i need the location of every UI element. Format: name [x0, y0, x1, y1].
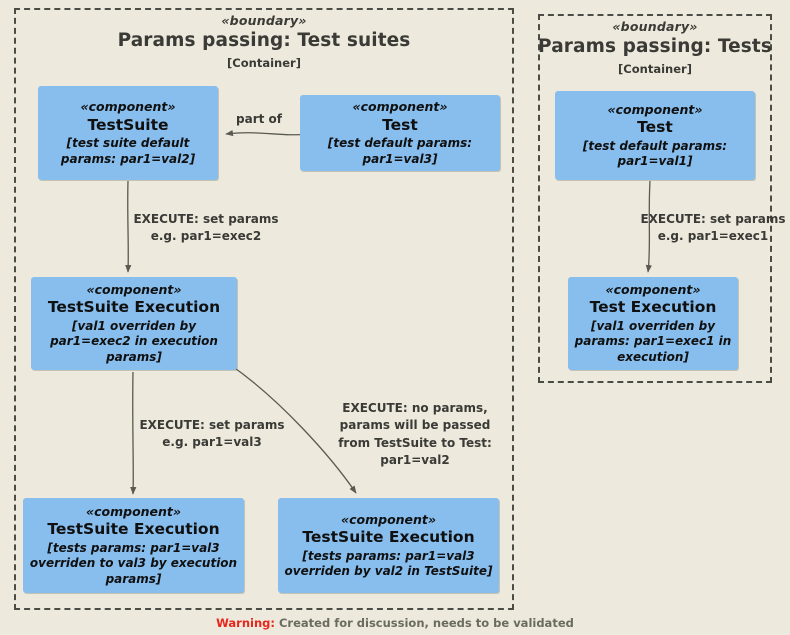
warning-label: Warning:: [216, 616, 275, 630]
edge-label-exec-to-bottom-right: EXECUTE: no params, params will be passe…: [338, 401, 492, 468]
node-testsuite-execution-desc: [val1 overriden by par1=exec2 in executi…: [50, 319, 218, 364]
node-tse-br-desc: [tests params: par1=val3 overriden by va…: [284, 548, 493, 579]
node-test-left-name: Test: [382, 115, 418, 134]
node-tse-br-stereotype: «component»: [340, 511, 437, 527]
boundary-right-stereotype: «boundary»: [612, 19, 698, 34]
footer-warning: Warning: Created for discussion, needs t…: [0, 616, 790, 630]
node-test-exec-right-desc: [val1 overriden by params: par1=exec1 in…: [574, 319, 732, 364]
node-test-right-stereotype: «component»: [607, 101, 703, 117]
node-test-right-name: Test: [637, 118, 673, 137]
boundary-left-kind: [Container]: [227, 56, 301, 70]
edge-label-suite-to-exec: EXECUTE: set params e.g. par1=exec2: [133, 212, 279, 244]
node-testsuite-execution-bottom-left[interactable]: «component» TestSuite Execution [tests p…: [23, 498, 244, 593]
boundary-left-stereotype: «boundary»: [221, 13, 307, 28]
edge-label-exec-to-bottom-left: EXECUTE: set params e.g. par1=val3: [139, 418, 285, 450]
node-test-right[interactable]: «component» Test [test default params: p…: [555, 91, 755, 180]
node-testsuite-name: TestSuite: [87, 115, 169, 134]
node-test-exec-right-name: Test Execution: [589, 298, 717, 317]
node-testsuite-execution-bottom-right[interactable]: «component» TestSuite Execution [tests p…: [278, 498, 499, 593]
node-tse-bl-stereotype: «component»: [85, 503, 182, 519]
boundary-right-title: Params passing: Tests: [538, 36, 772, 57]
edge-label-part-of: part of: [236, 112, 282, 126]
edge-label-test-to-exec-right: EXECUTE: set params e.g. par1=exec1: [640, 212, 786, 244]
boundary-tests: [538, 14, 772, 383]
node-testsuite-desc: [test suite default params: par1=val2]: [60, 136, 196, 166]
node-test-execution-right[interactable]: «component» Test Execution [val1 overrid…: [568, 277, 738, 370]
node-testsuite-stereotype: «component»: [80, 99, 176, 115]
node-tse-bl-desc: [tests params: par1=val3 overriden to va…: [29, 541, 238, 586]
node-test-left-stereotype: «component»: [352, 99, 448, 115]
boundary-test-suites: [14, 8, 514, 610]
node-test-right-desc: [test default params: par1=val1]: [582, 138, 728, 169]
node-test-exec-right-stereotype: «component»: [605, 281, 701, 297]
node-tse-bl-name: TestSuite Execution: [47, 520, 220, 539]
node-testsuite-execution[interactable]: «component» TestSuite Execution [val1 ov…: [31, 277, 237, 370]
node-testsuite[interactable]: «component» TestSuite [test suite defaul…: [38, 86, 218, 180]
node-test-left-desc: [test default params: par1=val3]: [327, 136, 473, 166]
node-tse-br-name: TestSuite Execution: [302, 528, 475, 547]
node-testsuite-execution-name: TestSuite Execution: [47, 298, 221, 317]
boundary-left-title: Params passing: Test suites: [117, 30, 411, 51]
warning-text: Created for discussion, needs to be vali…: [274, 616, 574, 630]
node-testsuite-execution-stereotype: «component»: [86, 281, 182, 297]
node-test-left[interactable]: «component» Test [test default params: p…: [300, 95, 500, 171]
boundary-right-kind: [Container]: [618, 62, 692, 76]
